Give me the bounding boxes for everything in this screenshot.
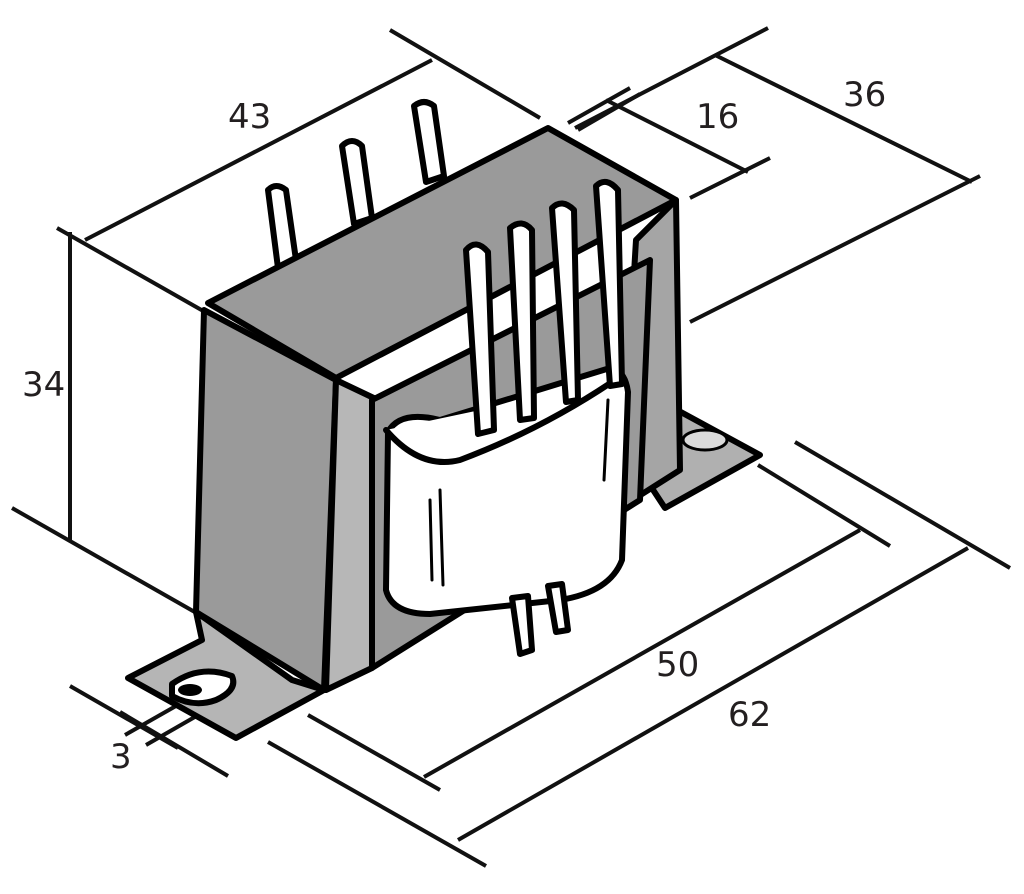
ext-line-50-right	[756, 463, 892, 548]
dimension-lines	[11, 26, 1012, 868]
dim-label-62: 62	[728, 695, 772, 735]
dim-line-62	[457, 546, 969, 842]
ext-line-3-b	[118, 710, 230, 778]
ext-line-36-top	[574, 26, 769, 130]
rear-pins	[265, 99, 447, 271]
ext-line-16-top	[567, 86, 631, 125]
dim-line-16	[605, 98, 749, 174]
dim-label-34: 34	[22, 365, 66, 405]
front-mounting-flange	[125, 609, 327, 741]
front-pins	[463, 178, 625, 657]
dim-line-43	[84, 58, 433, 242]
dim-label-36: 36	[843, 75, 887, 115]
ext-line-50-left	[307, 713, 441, 792]
dim-line-50	[423, 528, 861, 779]
dim-label-16: 16	[696, 97, 740, 137]
dim-label-43: 43	[228, 97, 272, 137]
ext-line-16-bottom	[689, 156, 771, 200]
coil-winding	[383, 365, 631, 617]
ext-line-34-bottom	[11, 506, 201, 617]
ext-line-62-right	[793, 440, 1012, 570]
dim-line-36	[714, 53, 973, 184]
ext-line-36-bottom	[689, 174, 981, 324]
dim-label-50: 50	[656, 645, 700, 685]
ext-line-62-left	[267, 740, 487, 868]
dim-label-3: 3	[110, 737, 132, 777]
dim-line-3-b	[145, 712, 201, 747]
ext-line-43-right	[388, 28, 542, 120]
ext-line-43-left	[56, 226, 206, 314]
